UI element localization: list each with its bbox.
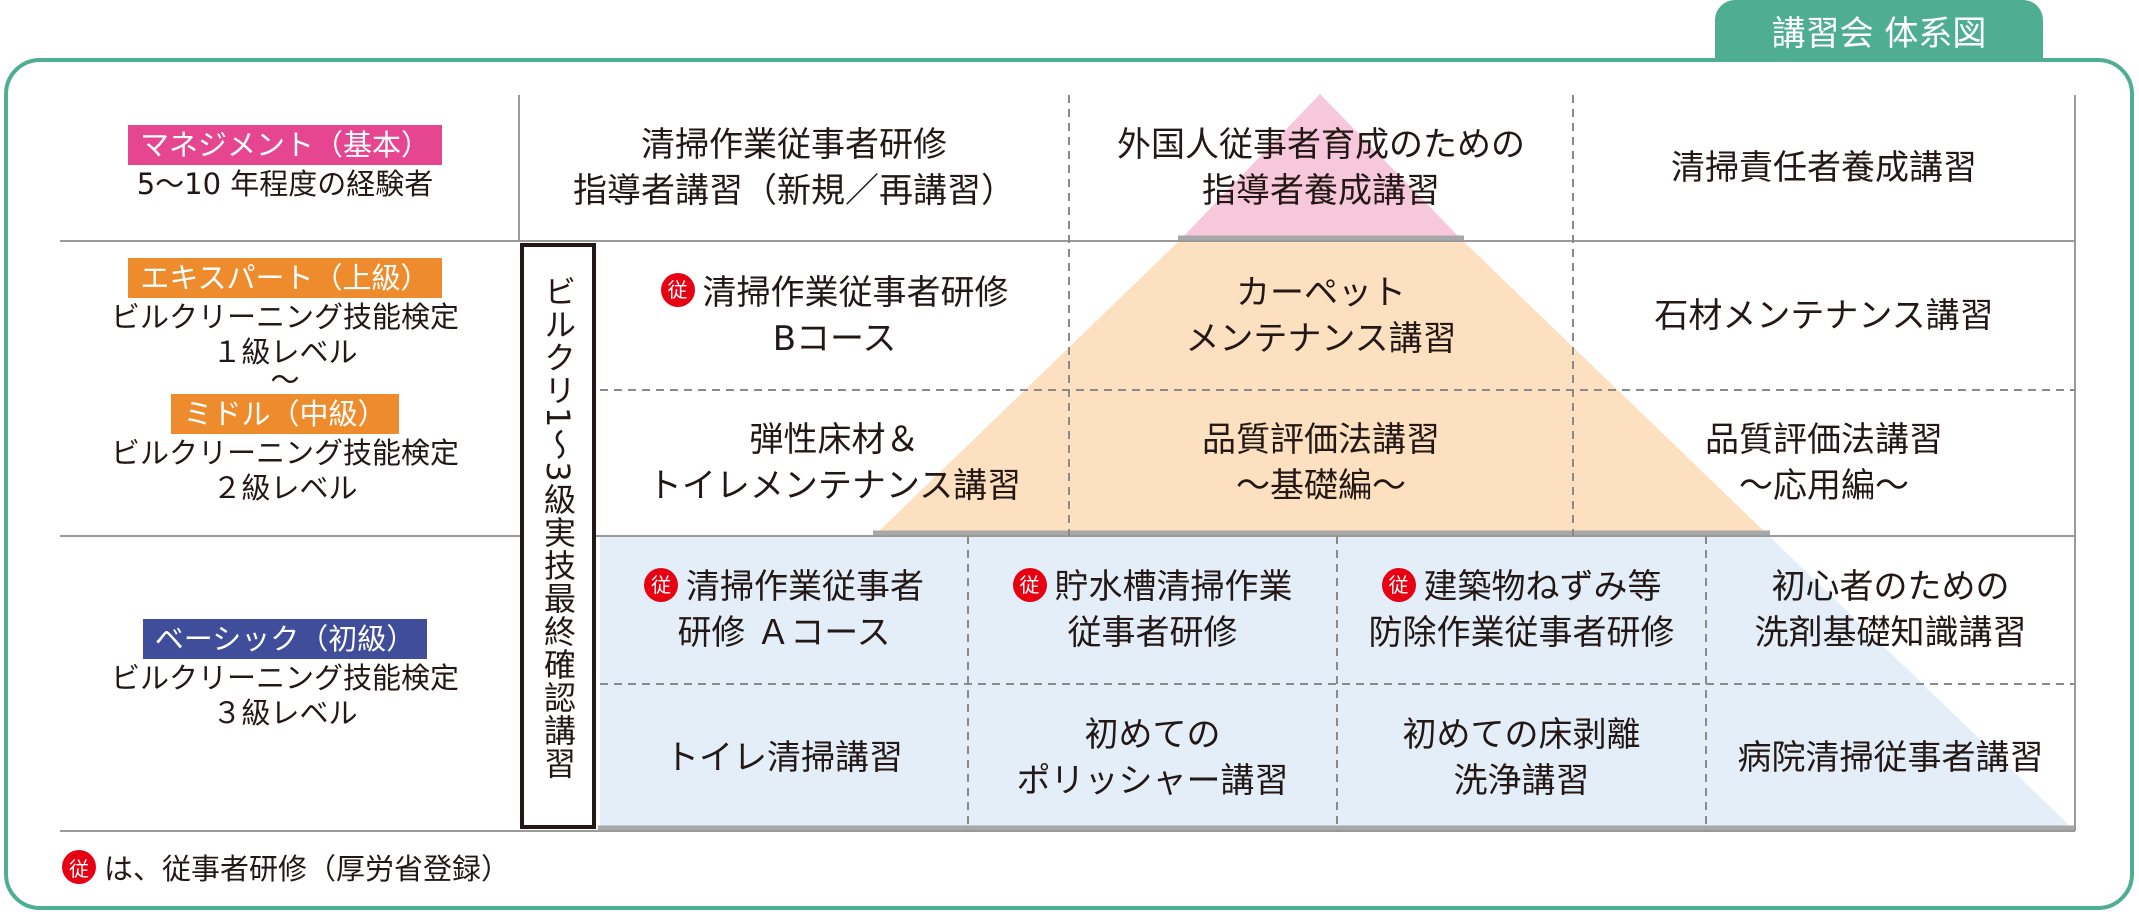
course-r1c3: 清掃責任者養成講習 [1573,95,2075,241]
employee-training-mark-icon: 従 [644,567,678,602]
course-r5c2: 初めての ポリッシャー講習 [968,684,1337,831]
level-range-tilde: 〜 [270,363,300,397]
course-r3c3: 品質評価法講習 〜応用編〜 [1573,390,2075,536]
course-r1c1: 清掃作業従事者研修 指導者講習（新規／再講習） [519,95,1069,241]
middle-desc-1: ビルクリーニング技能検定 [110,436,459,470]
basic-badge: ベーシック（初級） [142,619,428,659]
course-r5c3-line1: 初めての床剥離 [1402,714,1641,755]
level-expert-middle: エキスパート（上級） ビルクリーニング技能検定 １級レベル 〜 ミドル（中級） … [60,258,510,506]
course-r2c1-line1: 清掃作業従事者研修 [702,272,1009,313]
course-r3c1-line2: トイレメンテナンス講習 [647,466,1022,506]
course-r5c3: 初めての床剥離 洗浄講習 [1337,684,1706,831]
course-r3c2-line1: 品質評価法講習 [1202,420,1440,460]
course-r2c2-line2: メンテナンス講習 [1185,318,1457,359]
course-r3c3-line1: 品質評価法講習 [1705,420,1943,460]
course-r1c1-line2: 指導者講習（新規／再講習） [573,171,1015,211]
course-r4c4: 初心者のための 洗剤基礎知識講習 [1706,536,2075,684]
final-practical-course-label: ビルクリ1〜3級実技最終確認講習 [539,275,577,780]
course-r4c3-line1: 建築物ねずみ等 [1423,567,1662,607]
diagram-title: 講習会 体系図 [1771,13,1987,54]
course-r1c1-line1: 清掃作業従事者研修 [641,125,947,165]
middle-desc-2: ２級レベル [212,471,358,505]
diagram-title-tab: 講習会 体系図 [1715,0,2043,60]
course-r3c1: 弾性床材＆ トイレメンテナンス講習 [600,390,1069,536]
expert-desc-2: １級レベル [212,335,358,369]
final-practical-course-box: ビルクリ1〜3級実技最終確認講習 [520,243,596,829]
expert-badge: エキスパート（上級） [128,258,442,298]
basic-desc-2: ３級レベル [212,696,358,730]
diagram-frame [4,58,2134,910]
basic-desc-1: ビルクリーニング技能検定 [110,661,459,695]
course-r2c1-line2: Bコース [772,318,897,359]
course-r5c3-line2: 洗浄講習 [1453,760,1590,801]
course-r5c1: トイレ清掃講習 [600,684,968,831]
course-r4c3-line2: 防除作業従事者研修 [1368,613,1675,653]
course-r3c2: 品質評価法講習 〜基礎編〜 [1069,390,1573,536]
middle-badge: ミドル（中級） [171,394,399,434]
course-r4c4-line2: 洗剤基礎知識講習 [1754,613,2027,653]
employee-training-mark-icon: 従 [62,850,96,884]
course-r5c1-line1: トイレ清掃講習 [665,737,903,778]
course-r2c2: カーペット メンテナンス講習 [1069,241,1573,390]
footnote: 従 は、従事者研修（厚労省登録） [62,846,510,888]
course-r3c3-line2: 〜応用編〜 [1739,466,1909,506]
course-r1c2-line2: 指導者養成講習 [1202,171,1440,211]
course-r4c2: 従貯水槽清掃作業 従事者研修 [968,536,1337,684]
employee-training-mark-icon: 従 [1012,567,1047,602]
footnote-text: は、従事者研修（厚労省登録） [104,852,511,886]
management-badge: マネジメント（基本） [127,125,442,165]
course-r4c1-line1: 清掃作業従事者 [686,567,924,607]
level-basic: ベーシック（初級） ビルクリーニング技能検定 ３級レベル [60,619,510,731]
course-r2c2-line1: カーペット [1235,272,1406,313]
course-r5c4: 病院清掃従事者講習 [1706,684,2075,831]
management-desc: 5〜10 年程度の経験者 [136,167,434,201]
course-r4c2-line1: 貯水槽清掃作業 [1054,567,1293,607]
course-r3c2-line2: 〜基礎編〜 [1236,466,1406,506]
course-r2c3-line1: 石材メンテナンス講習 [1654,295,1994,336]
course-r4c2-line2: 従事者研修 [1067,613,1238,653]
course-r4c1: 従清掃作業従事者 研修 Ａコース [600,536,968,684]
course-r4c4-line1: 初心者のための [1771,567,2010,607]
course-r2c3: 石材メンテナンス講習 [1573,241,2075,390]
employee-training-mark-icon: 従 [660,273,695,307]
course-r2c1: 従清掃作業従事者研修 Bコース [600,241,1069,390]
level-management: マネジメント（基本） 5〜10 年程度の経験者 [60,125,510,202]
course-r5c2-line1: 初めての [1084,714,1221,755]
pyramid-middle-tier [875,240,1768,535]
expert-desc-1: ビルクリーニング技能検定 [110,300,459,334]
course-r1c2: 外国人従事者育成のための 指導者養成講習 [1069,95,1573,241]
course-r1c3-line1: 清掃責任者養成講習 [1671,148,1977,188]
course-r4c3: 従建築物ねずみ等 防除作業従事者研修 [1337,536,1706,684]
pyramid-top-tier [1180,94,1462,240]
course-r5c4-line1: 病院清掃従事者講習 [1737,737,2044,778]
course-r5c2-line2: ポリッシャー講習 [1016,760,1289,801]
course-r3c1-line1: 弾性床材＆ [749,420,920,460]
course-r4c1-line2: 研修 Ａコース [677,613,891,653]
course-r1c2-line1: 外国人従事者育成のための [1117,125,1525,165]
employee-training-mark-icon: 従 [1381,567,1416,602]
